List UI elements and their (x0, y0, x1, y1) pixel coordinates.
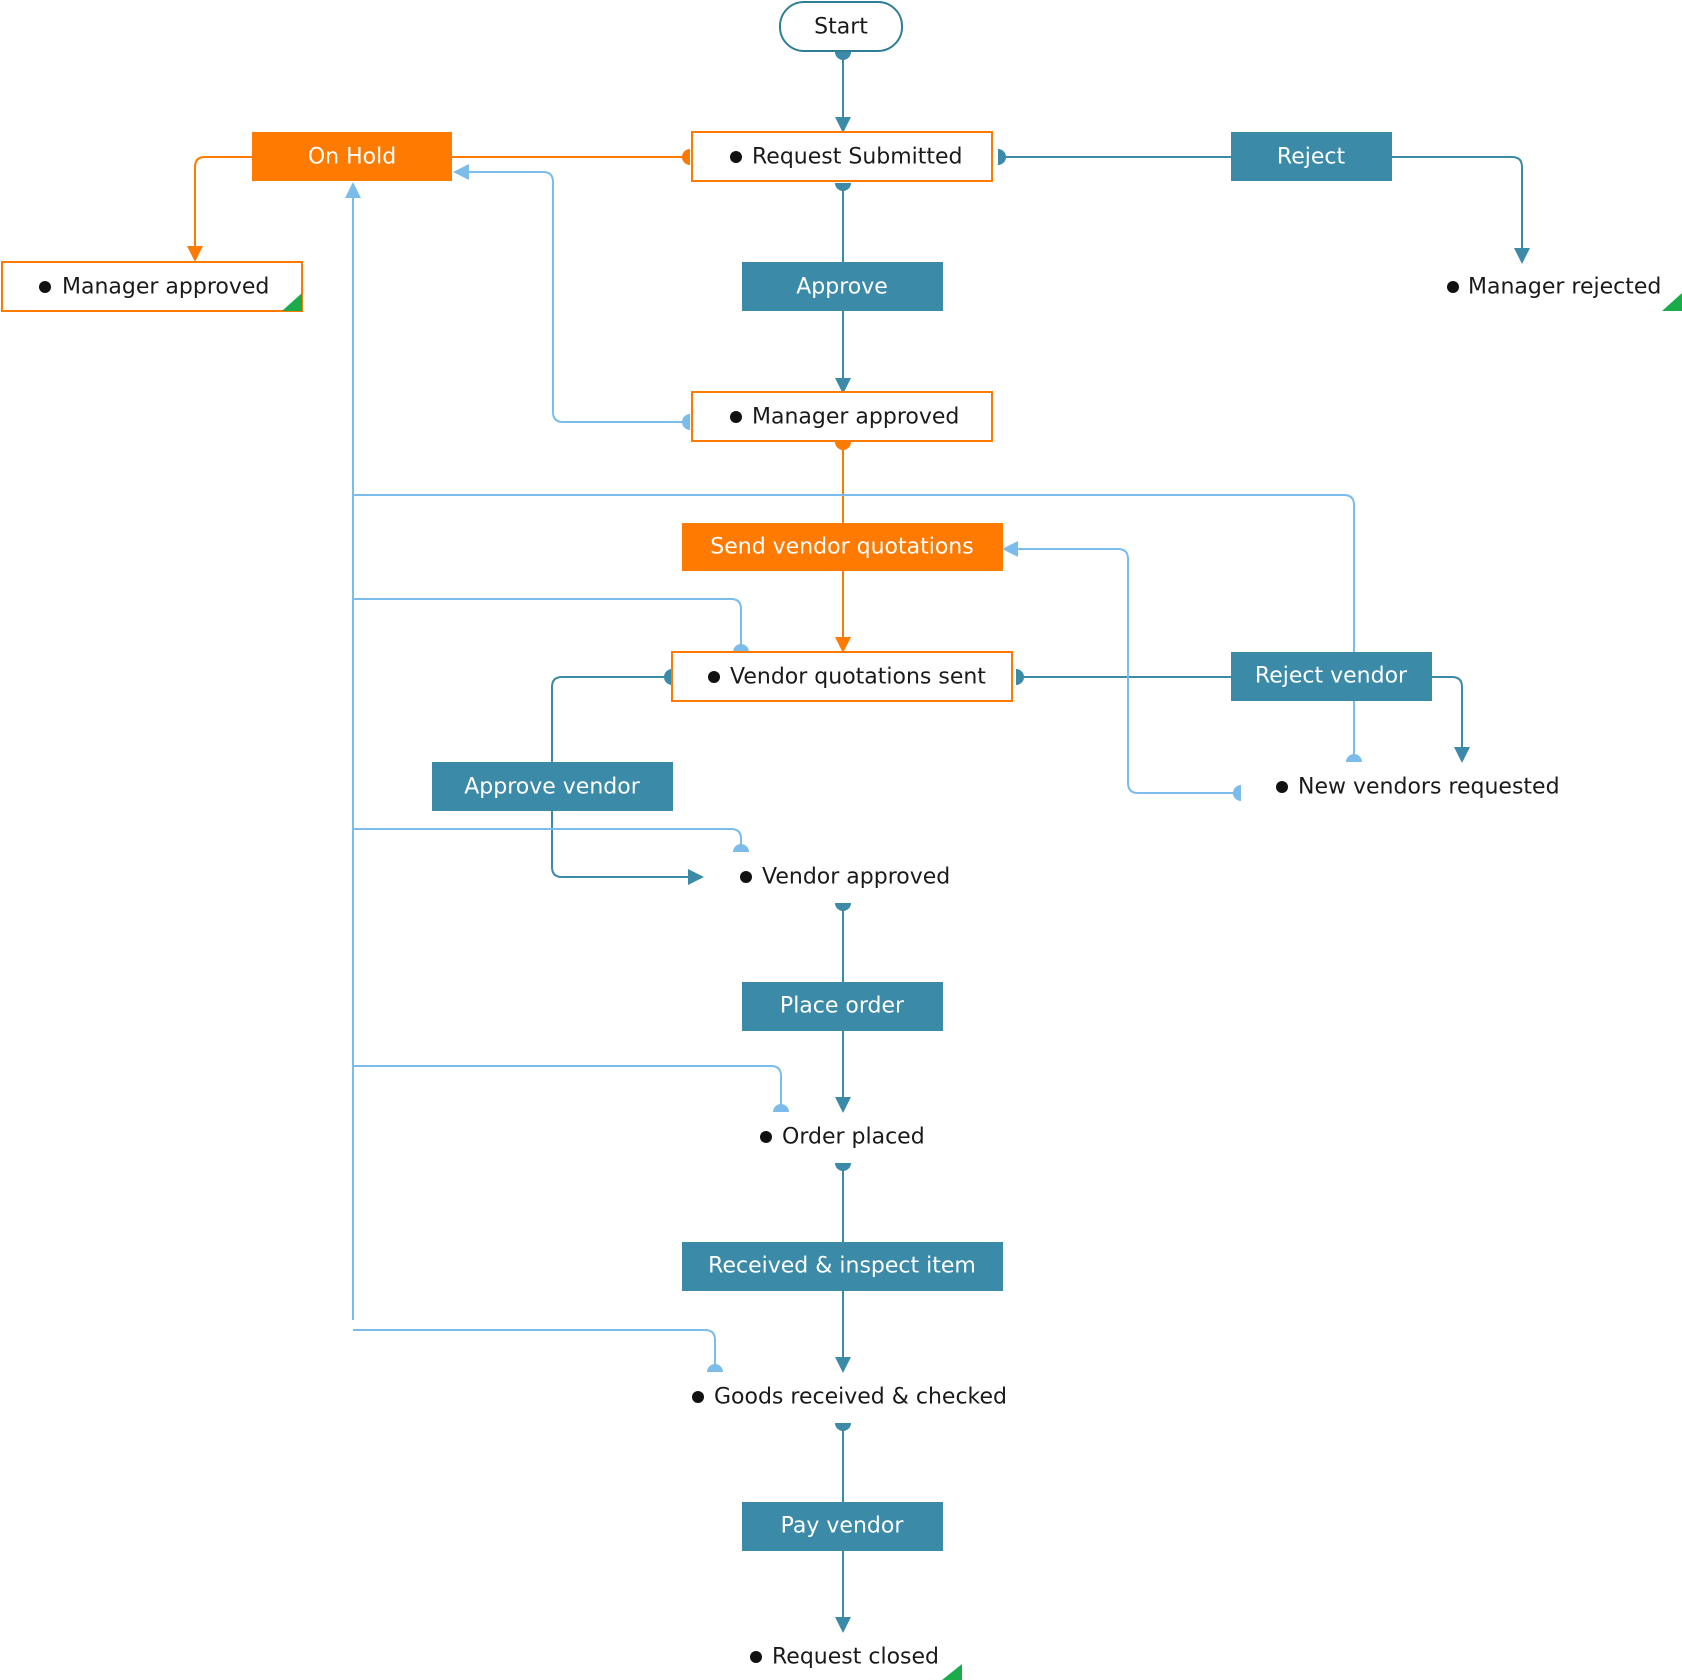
connectors (187, 54, 1530, 1633)
action-approve-vendor-label: Approve vendor (464, 775, 640, 800)
status-manager-approved-label: Manager approved (752, 405, 959, 430)
status-bullet-icon (1447, 281, 1459, 293)
action-reject-label: Reject (1277, 145, 1346, 170)
status-request-submitted[interactable]: Request Submitted (691, 131, 993, 182)
status-new-vendors-requested-label: New vendors requested (1298, 775, 1560, 800)
connector-spine-to-goods-received (353, 1329, 716, 1368)
connector-new-vendors-to-send-quotations (1002, 541, 1241, 794)
status-manager-rejected[interactable]: Manager rejected (1447, 275, 1682, 312)
action-pay-vendor-label: Pay vendor (781, 1514, 905, 1539)
action-on-hold[interactable]: On Hold (252, 132, 452, 181)
action-send-vendor-quotations-label: Send vendor quotations (710, 535, 973, 560)
status-vendor-approved[interactable]: Vendor approved (740, 865, 950, 890)
action-received-inspect-label: Received & inspect item (708, 1254, 976, 1279)
connector-spine-to-vendor-approved (353, 828, 742, 848)
status-manager-approved-left-label: Manager approved (62, 275, 269, 300)
action-on-hold-label: On Hold (308, 145, 396, 170)
connector-spine-to-order-placed (353, 1065, 782, 1108)
status-bullet-icon (760, 1131, 772, 1143)
status-manager-rejected-label: Manager rejected (1468, 275, 1661, 300)
action-approve-label: Approve (796, 275, 888, 300)
connector-spine-to-quotations-sent (353, 598, 742, 647)
connector-quotations-to-approve-vendor (551, 676, 672, 762)
connector-spine-to-new-vendors (353, 494, 1355, 757)
status-bullet-icon (730, 151, 742, 163)
status-manager-approved-left[interactable]: Manager approved (1, 261, 303, 312)
action-reject-vendor-label: Reject vendor (1255, 664, 1408, 689)
status-bullet-icon (1276, 781, 1288, 793)
status-bullet-icon (740, 871, 752, 883)
connector-reject-to-manager-rejected (1392, 156, 1530, 264)
status-request-closed[interactable]: Request closed (750, 1645, 962, 1680)
start-node[interactable]: Start (779, 1, 903, 52)
status-manager-approved[interactable]: Manager approved (691, 391, 993, 442)
status-bullet-icon (708, 671, 720, 683)
action-send-vendor-quotations[interactable]: Send vendor quotations (682, 523, 1003, 571)
connector-approve-vendor-to-vendor-approved (551, 811, 704, 885)
action-place-order-label: Place order (780, 994, 905, 1019)
status-goods-received-label: Goods received & checked (714, 1385, 1007, 1410)
status-bullet-icon (750, 1651, 762, 1663)
action-received-inspect[interactable]: Received & inspect item (682, 1242, 1003, 1291)
status-goods-received[interactable]: Goods received & checked (692, 1385, 1007, 1410)
action-approve[interactable]: Approve (742, 262, 943, 311)
status-bullet-icon (730, 411, 742, 423)
status-new-vendors-requested[interactable]: New vendors requested (1276, 775, 1560, 800)
status-vendor-quotations-sent-label: Vendor quotations sent (730, 665, 986, 690)
final-state-corner-icon (282, 293, 302, 311)
action-place-order[interactable]: Place order (742, 982, 943, 1031)
connector-reject-vendor-to-new-vendors (1432, 676, 1470, 763)
status-request-submitted-label: Request Submitted (752, 145, 963, 170)
action-approve-vendor[interactable]: Approve vendor (432, 762, 673, 811)
status-order-placed-label: Order placed (782, 1125, 925, 1150)
action-reject[interactable]: Reject (1231, 132, 1392, 181)
start-label: Start (814, 15, 868, 40)
status-vendor-approved-label: Vendor approved (762, 865, 950, 890)
final-state-corner-icon (1662, 293, 1682, 311)
connector-ports (664, 52, 1362, 1431)
action-reject-vendor[interactable]: Reject vendor (1231, 652, 1432, 701)
status-bullet-icon (39, 281, 51, 293)
connector-on-hold-to-manager-approved-left (187, 156, 252, 262)
status-order-placed[interactable]: Order placed (760, 1125, 925, 1150)
action-pay-vendor[interactable]: Pay vendor (742, 1502, 943, 1551)
connector-manager-approved-to-on-hold (453, 164, 690, 423)
status-request-closed-label: Request closed (772, 1645, 939, 1670)
status-bullet-icon (692, 1391, 704, 1403)
final-state-corner-icon (942, 1664, 962, 1680)
status-vendor-quotations-sent[interactable]: Vendor quotations sent (671, 651, 1013, 702)
